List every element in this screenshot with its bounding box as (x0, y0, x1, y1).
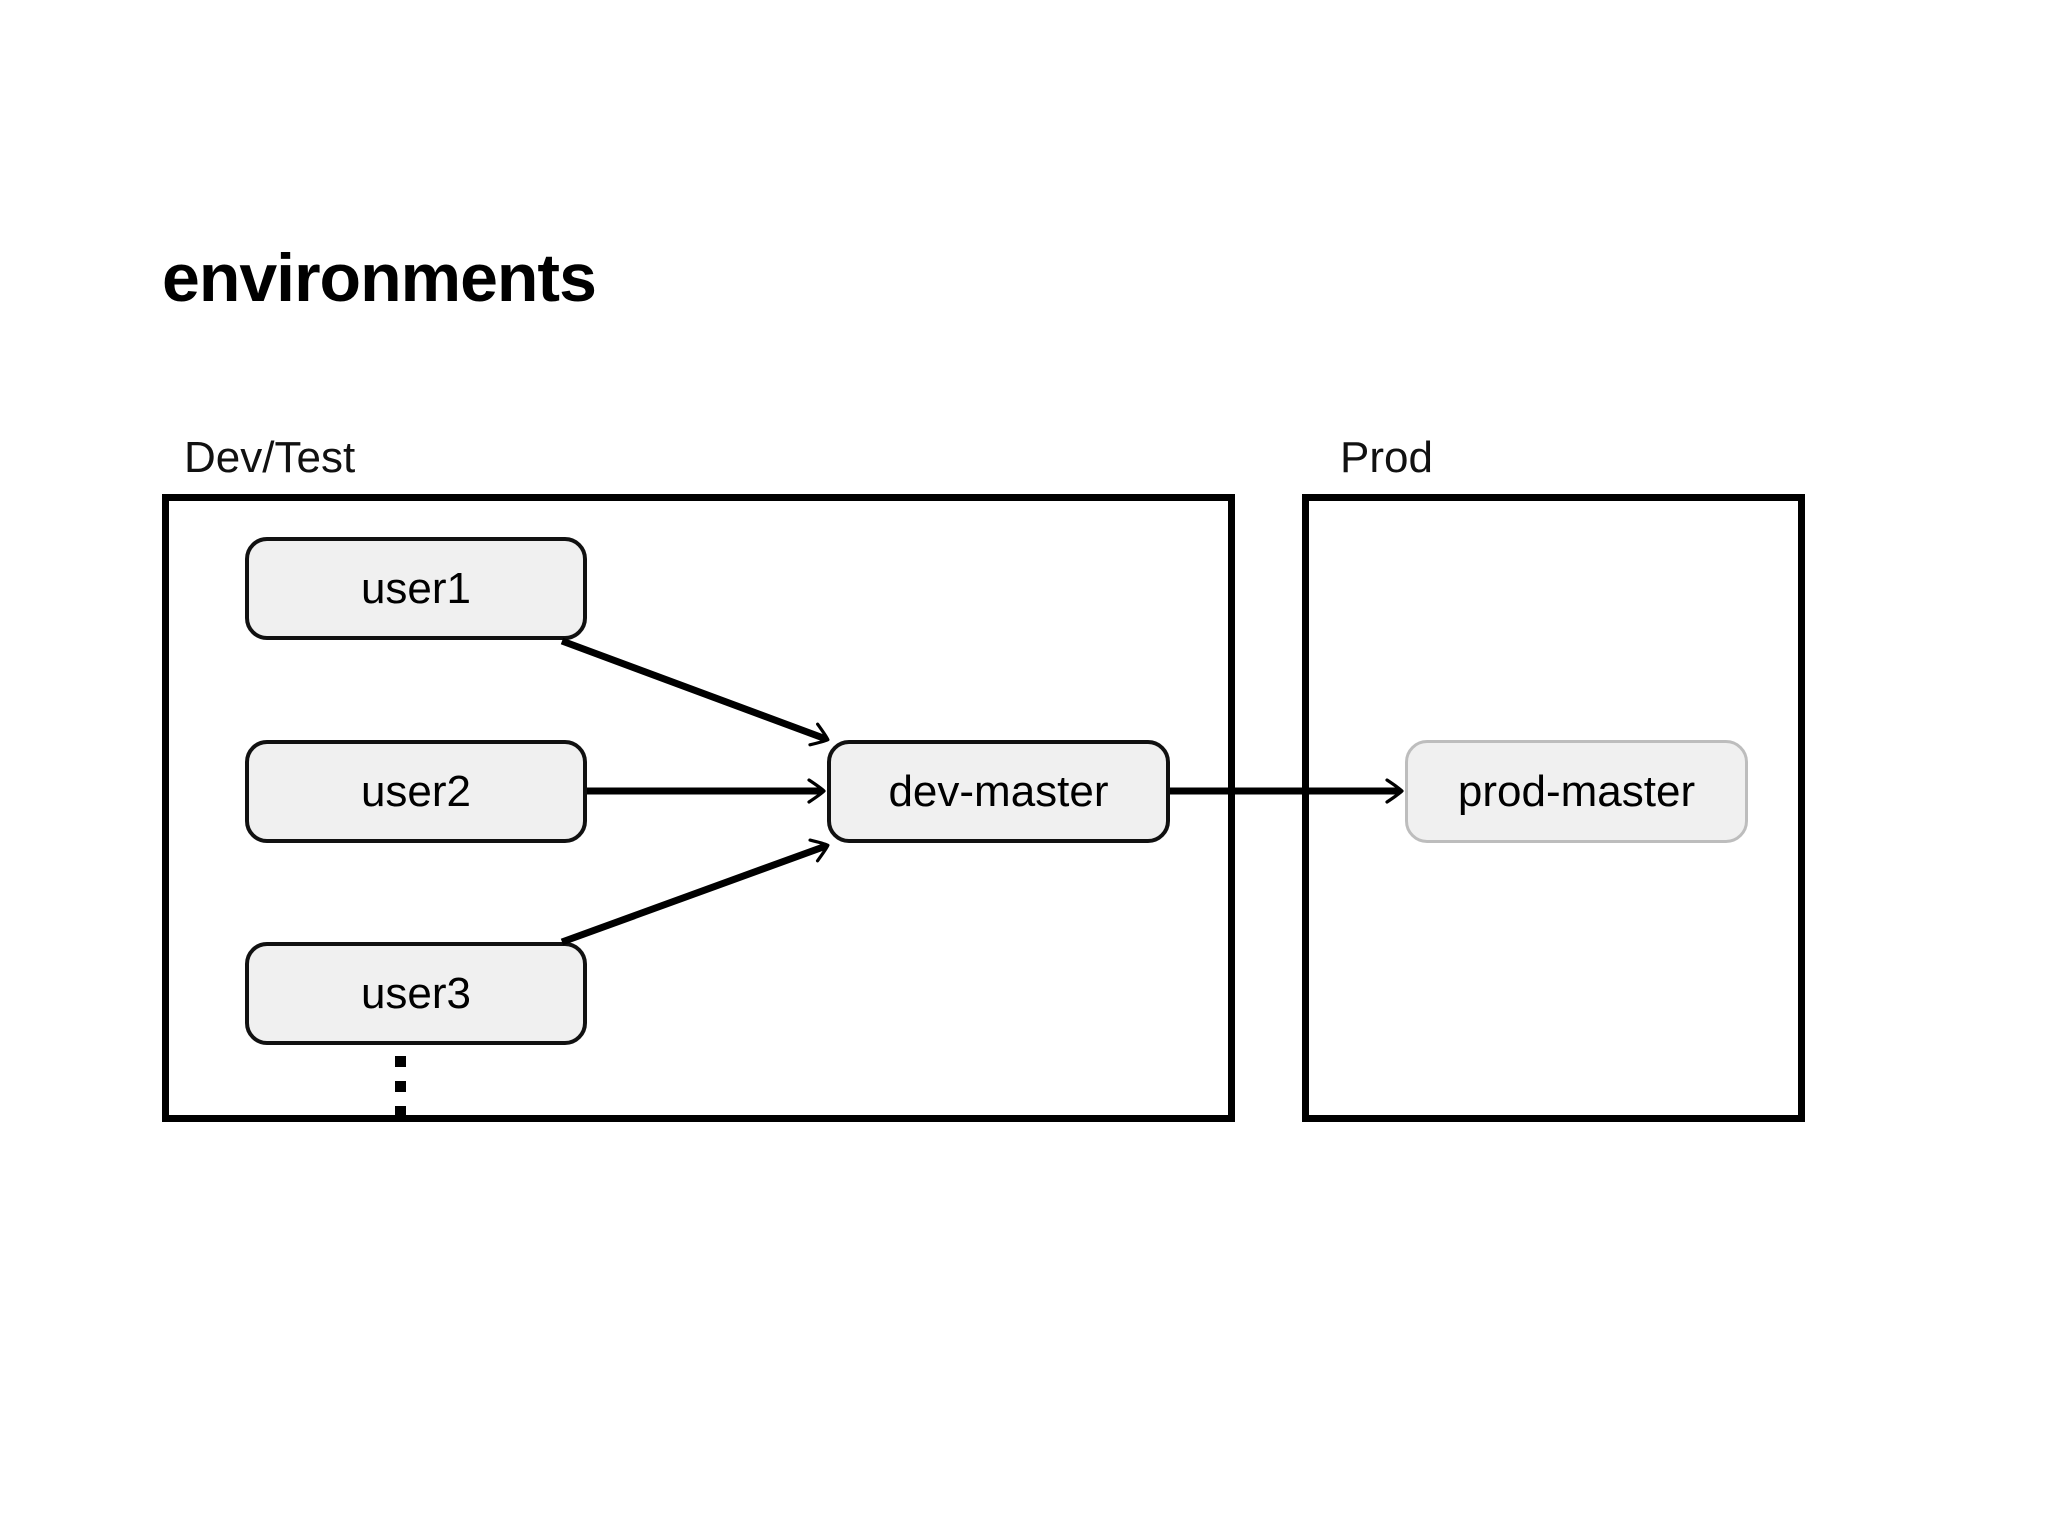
group-label-prod: Prod (1340, 433, 1433, 482)
group-container-prod (1302, 494, 1805, 1122)
ellipsis-dot-2 (394, 1081, 406, 1092)
page-title: environments (162, 240, 597, 316)
node-user3[interactable]: user3 (245, 942, 587, 1045)
group-label-dev-test: Dev/Test (184, 433, 356, 482)
node-user1[interactable]: user1 (245, 537, 587, 640)
node-prod-master-label: prod-master (1457, 766, 1696, 816)
node-user2-label: user2 (360, 766, 472, 816)
group-container-dev-test (162, 494, 1235, 1122)
node-user2[interactable]: user2 (245, 740, 587, 843)
ellipsis-dot-1 (394, 1056, 406, 1067)
node-dev-master[interactable]: dev-master (827, 740, 1170, 843)
node-user3-label: user3 (360, 968, 472, 1018)
node-prod-master[interactable]: prod-master (1405, 740, 1748, 843)
node-user1-label: user1 (360, 563, 472, 613)
more-users-ellipsis-icon (385, 1056, 415, 1117)
ellipsis-dot-3 (394, 1106, 406, 1117)
node-dev-master-label: dev-master (888, 766, 1109, 816)
